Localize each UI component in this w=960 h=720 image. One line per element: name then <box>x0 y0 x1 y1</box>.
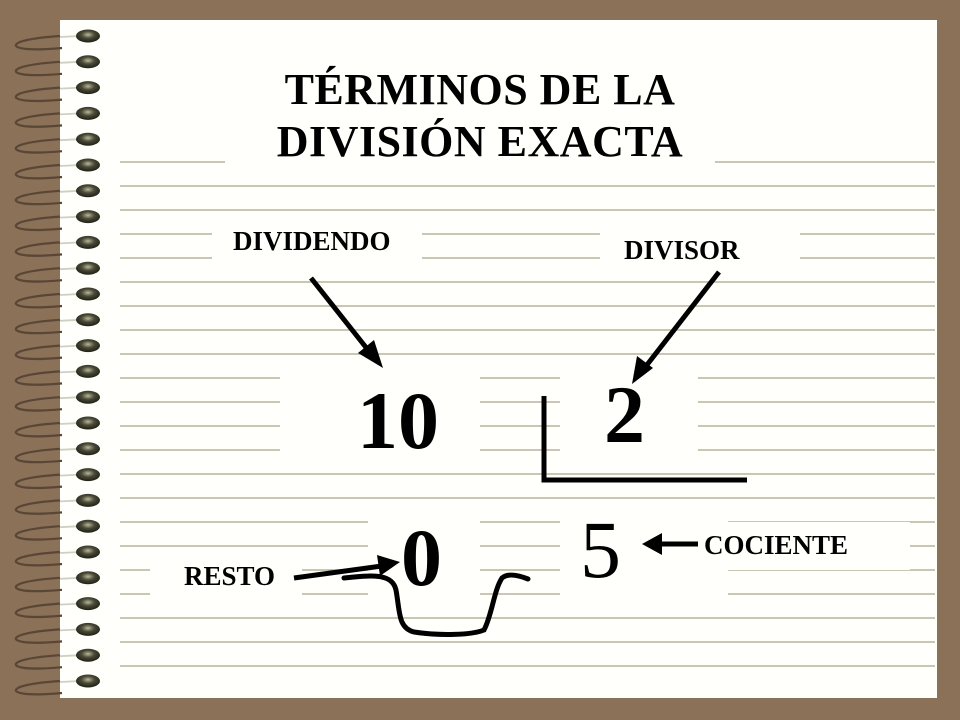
quotient-arrow-icon <box>642 533 698 555</box>
divisor-arrow-icon <box>632 270 721 384</box>
divisor-value: 2 <box>604 369 645 460</box>
title-line-2: DIVISIÓN EXACTA <box>276 117 684 166</box>
dividend-arrow-icon <box>309 276 383 368</box>
remainder-underline <box>341 572 531 637</box>
dividend-value: 10 <box>357 375 439 466</box>
quotient-label: COCIENTE <box>704 530 849 560</box>
dividend-label: DIVIDENDO <box>233 226 391 256</box>
title-line-1: TÉRMINOS DE LA <box>284 65 676 114</box>
remainder-label: RESTO <box>184 561 276 591</box>
quotient-value: 5 <box>580 504 621 595</box>
divisor-label: DIVISOR <box>624 235 740 265</box>
page-title: TÉRMINOS DE LA DIVISIÓN EXACTA <box>0 64 960 168</box>
division-bracket <box>541 396 747 483</box>
spiral-binding <box>14 29 100 696</box>
remainder-arrow-icon <box>293 555 400 581</box>
remainder-value: 0 <box>401 512 442 603</box>
